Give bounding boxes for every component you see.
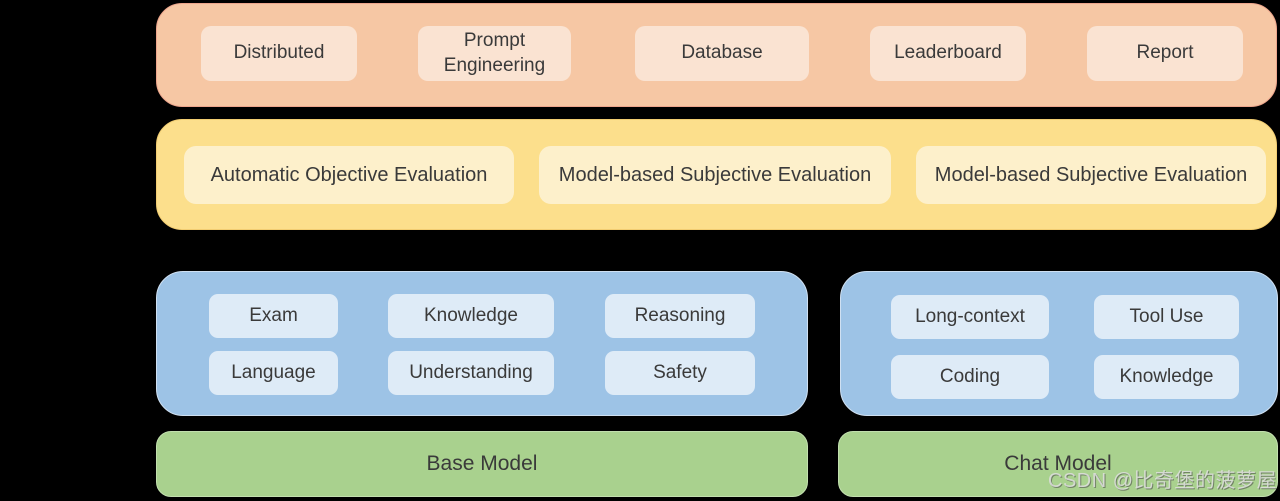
capability-knowledge: Knowledge [388,294,554,338]
platform-layer: Distributed Prompt Engineering Database … [156,3,1277,107]
base-model-label: Base Model [426,452,538,475]
platform-item-prompt-engineering: Prompt Engineering [418,26,571,81]
platform-item-leaderboard: Leaderboard [870,26,1026,81]
capability-tool-use: Tool Use [1094,295,1239,339]
capability-safety: Safety [605,351,755,395]
chat-model-label: Chat Model [1004,452,1112,475]
capability-language: Language [209,351,338,395]
chat-capability-panel: Long-context Tool Use Coding Knowledge [840,271,1278,416]
capability-reasoning: Reasoning [605,294,755,338]
evaluation-item-model-based-subjective: Model-based Subjective Evaluation [539,146,891,204]
platform-item-database: Database [635,26,809,81]
capability-understanding: Understanding [388,351,554,395]
csdn-watermark: CSDN @比奇堡的菠萝屋 [1048,470,1278,492]
chat-model-bar: Chat Model [838,431,1278,497]
capability-coding: Coding [891,355,1049,399]
evaluation-item-automatic-objective: Automatic Objective Evaluation [184,146,514,204]
platform-item-report: Report [1087,26,1243,81]
capability-exam: Exam [209,294,338,338]
base-capability-panel: Exam Knowledge Reasoning Language Unders… [156,271,808,416]
capability-knowledge: Knowledge [1094,355,1239,399]
base-model-bar: Base Model [156,431,808,497]
capability-long-context: Long-context [891,295,1049,339]
evaluation-layer: Automatic Objective Evaluation Model-bas… [156,119,1277,230]
platform-item-distributed: Distributed [201,26,357,81]
evaluation-item-model-based-subjective: Model-based Subjective Evaluation [916,146,1266,204]
